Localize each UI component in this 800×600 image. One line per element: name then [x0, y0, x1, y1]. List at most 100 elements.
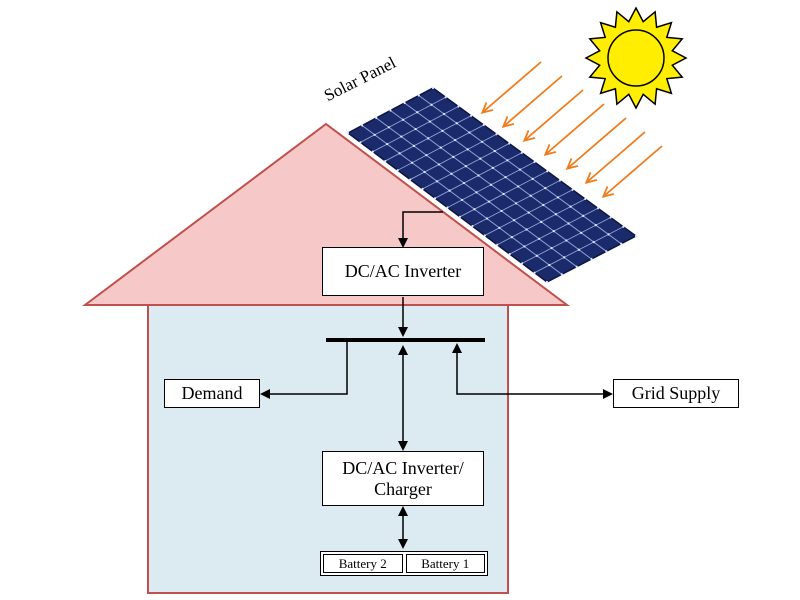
solar-panel-cell-dot: [433, 197, 437, 200]
solar-panel-cell-dot: [529, 194, 532, 197]
inverter-charger-label-line1: DC/AC Inverter/: [342, 457, 464, 478]
solar-panel-cell-dot: [431, 86, 435, 90]
solar-panel-cell-dot: [495, 133, 498, 136]
solar-panel-cell-dot: [466, 148, 469, 151]
solar-panel-cell-dot: [517, 185, 520, 188]
solar-panel-cell-dot: [453, 138, 457, 142]
solar-panel-cell-dot: [446, 206, 449, 209]
solar-panel-cell-dot: [409, 178, 412, 181]
solar-panel-cell-dot: [460, 198, 464, 202]
solar-panel-cell-dot: [389, 109, 392, 112]
solar-panel-cell-dot: [375, 116, 378, 120]
solar-panel-cell-dot: [439, 146, 442, 149]
solar-panel-cell-dot: [527, 211, 530, 214]
solar-panel-cell-dot: [592, 240, 595, 244]
solar-panel-cell-dot: [531, 177, 534, 180]
solar-panel-cell-dot: [412, 144, 415, 147]
solar-panel-cell-dot: [545, 280, 549, 284]
solar-panel-cell-dot: [410, 161, 414, 164]
dcac-inverter-box: DC/AC Inverter: [322, 247, 484, 296]
solar-panel-cell-dot: [546, 170, 549, 173]
solar-panel-cell-dot: [398, 152, 401, 155]
solar-panel-cell-dot: [480, 140, 484, 143]
solar-panel-cell-dot: [361, 124, 364, 127]
demand-box: Demand: [164, 379, 260, 408]
solar-panel-cell-dot: [510, 236, 514, 239]
solar-panel-cell-dot: [416, 111, 419, 114]
dcac-inverter-label: DC/AC Inverter: [344, 261, 462, 281]
solar-panel-cell-dot: [552, 230, 555, 233]
solar-panel-cell-dot: [450, 172, 453, 175]
solar-panel-cell-dot: [483, 234, 486, 237]
solar-panel-cell-dot: [346, 131, 350, 135]
solar-panel-cell-dot: [471, 225, 474, 228]
solar-panel-cell-dot: [477, 174, 480, 177]
solar-panel-cell-dot: [496, 243, 499, 246]
solar-panel-cell-dot: [580, 231, 583, 234]
solar-panel-cell-dot: [400, 135, 403, 138]
solar-panel-cell-dot: [396, 169, 399, 172]
inverter-charger-box: DC/AC Inverter/ Charger: [322, 451, 484, 506]
solar-panel-cell-dot: [443, 112, 446, 116]
solar-panel-cell-dot: [457, 105, 460, 108]
solar-panel-cell-dot: [520, 151, 523, 154]
solar-panel-cell-dot: [569, 205, 572, 208]
sun-ray-arrow: [483, 61, 542, 112]
solar-panel-cell-dot: [622, 225, 625, 228]
solar-panel-cell-dot: [609, 216, 612, 219]
solar-panel-cell-dot: [523, 245, 526, 248]
solar-panel-cell-dot: [427, 137, 430, 140]
battery-2-label: Battery 2: [338, 555, 387, 571]
solar-panel-cell-dot: [567, 222, 570, 225]
solar-panel-cell-dot: [479, 157, 482, 160]
sun-disc: [607, 29, 665, 87]
battery-bank: Battery 2 Battery 1: [320, 551, 488, 576]
solar-panel-cell-dot: [359, 141, 362, 144]
solar-panel-cell-dot: [582, 214, 585, 217]
solar-panel-cell-dot: [518, 168, 522, 171]
solar-panel-cell-dot: [423, 170, 426, 174]
inverter-charger-label-line2: Charger: [374, 478, 432, 499]
sun-ray-arrow: [504, 75, 563, 126]
solar-panel-cell-dot: [521, 262, 524, 265]
solar-panel-cell-dot: [560, 273, 563, 276]
solar-panel-icon: [346, 86, 638, 284]
sun-icon: [584, 6, 688, 110]
solar-panel-cell-dot: [469, 114, 473, 117]
sun-ray-arrow: [604, 145, 663, 196]
sun-rays: [483, 61, 663, 196]
solar-panel-cell-dot: [384, 159, 387, 163]
solar-panel-cell-dot: [512, 219, 516, 222]
solar-panel-cell-dot: [489, 183, 493, 186]
solar-panel-cell-dot: [448, 189, 451, 192]
solar-panel-cell-dot: [542, 203, 545, 207]
solar-panel-cell-dot: [577, 248, 581, 251]
solar-panel-cell-dot: [500, 209, 503, 213]
solar-panel-cell-dot: [584, 197, 587, 201]
solar-panel-cell-dot: [493, 149, 496, 153]
solar-panel-cell-dot: [548, 263, 551, 267]
solar-panel-cell-dot: [421, 187, 424, 190]
solar-panel-cell-dot: [464, 165, 467, 168]
solar-panel-cell-dot: [508, 142, 511, 145]
panel-to-inverter-line: [398, 211, 443, 248]
solar-panel-cell-dot: [634, 234, 638, 238]
solar-panel-cell-dot: [482, 123, 485, 127]
solar-panel-cell-dot: [563, 256, 566, 259]
solar-panel-cell-dot: [535, 254, 538, 257]
solar-panel-cell-dot: [444, 96, 447, 99]
grid-supply-label: Grid Supply: [631, 383, 721, 403]
solar-panel-cell-dot: [462, 181, 466, 185]
connection-lines: [260, 211, 613, 549]
solar-panel-cell-dot: [417, 94, 420, 97]
solar-panel-cell-dot: [458, 215, 462, 218]
solar-panel-cell-dot: [387, 126, 390, 129]
solar-panel-cell-dot: [386, 143, 389, 146]
solar-panel-cell-dot: [540, 220, 543, 223]
solar-panel-cell-dot: [428, 120, 431, 123]
solar-panel-cell-dot: [550, 246, 553, 250]
solar-panel-cell-dot: [401, 118, 405, 121]
solar-panel-cell-dot: [594, 224, 597, 227]
solar-panel-cell-dot: [487, 200, 491, 203]
